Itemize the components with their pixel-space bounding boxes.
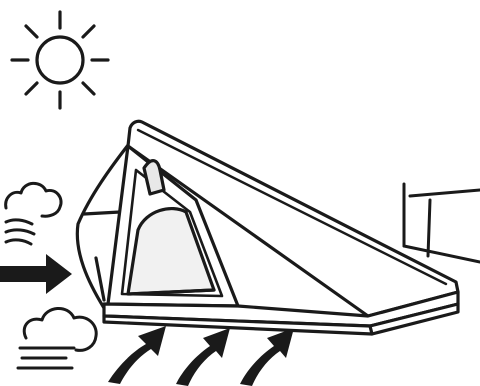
wind-arrow-icon xyxy=(0,254,72,294)
airflow-arrow-icon xyxy=(176,328,230,386)
wind-cloud-icon xyxy=(4,181,63,246)
rain-cloud-icon xyxy=(16,307,98,370)
sun-ray xyxy=(81,81,96,96)
airflow-arrow-icon xyxy=(240,328,294,386)
tent-front-frame-inner xyxy=(120,168,224,298)
rooftop-tent xyxy=(75,119,460,336)
sun-ray xyxy=(24,24,39,39)
tent-base-edge xyxy=(368,324,374,336)
tent-door-sill xyxy=(128,288,216,296)
vehicle-roof-rack xyxy=(402,182,480,264)
airflow-arrow-icon xyxy=(108,326,166,384)
sun-ray xyxy=(81,24,96,39)
tent-door xyxy=(126,207,216,296)
tent-fabric-fold xyxy=(82,210,122,216)
tent-window xyxy=(142,159,166,196)
sun-ray xyxy=(24,81,39,96)
sun-disc xyxy=(35,35,85,85)
tent-shell-ridge xyxy=(136,128,448,286)
airflow-arrows xyxy=(108,326,294,386)
sun-icon xyxy=(10,10,110,110)
tent-fabric-fold xyxy=(94,256,106,302)
